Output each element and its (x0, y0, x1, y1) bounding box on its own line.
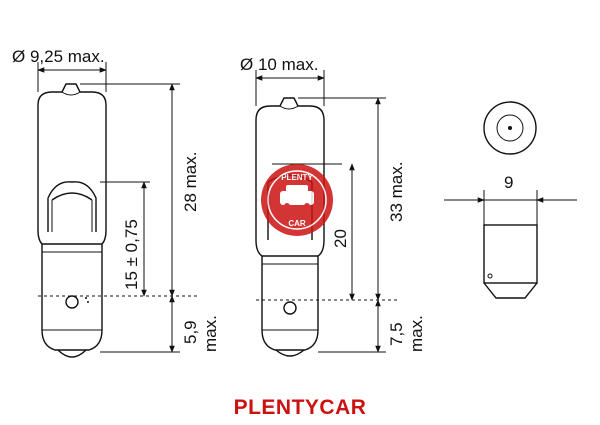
watermark-logo: PLENTY CAR (261, 164, 333, 236)
left-base-max-label: max. (201, 315, 220, 352)
right-total-height-label: 33 max. (387, 162, 406, 222)
side-width-label: 9 (504, 173, 513, 192)
left-bulb-pin (65, 295, 79, 309)
side-view-base (483, 224, 538, 284)
left-total-height-label: 28 max. (181, 152, 200, 212)
watermark-logo-top: PLENTY (281, 173, 313, 182)
left-diameter-label: Ø 9,25 max. (12, 47, 105, 66)
left-bulb-glass (37, 83, 107, 230)
right-bulb-pin (283, 301, 297, 315)
right-bulb-drawing: Ø 10 max. 20 33 max. 7,5 max. (240, 55, 426, 357)
top-view-outer (483, 101, 537, 155)
side-view-drawing: 9 (444, 101, 577, 299)
footer-brand: PLENTYCAR (233, 396, 367, 419)
right-base-height-label: 7,5 (387, 322, 406, 346)
left-filament-height-label: 15 ± 0,75 (122, 219, 141, 290)
left-bulb-base (41, 244, 103, 351)
right-filament-height-label: 20 (331, 229, 350, 248)
left-bulb-drawing: Ø 9,25 max. 15 ± 0,75 28 max. 5,9 max. (12, 47, 220, 358)
right-base-max-label: max. (407, 315, 426, 352)
left-base-height-label: 5,9 (181, 320, 200, 344)
right-diameter-label: Ø 10 max. (240, 55, 318, 74)
right-bulb-glass (255, 97, 325, 240)
watermark-logo-bottom: CAR (288, 219, 306, 228)
right-bulb-base (261, 256, 319, 351)
left-bulb-filament (47, 181, 97, 232)
